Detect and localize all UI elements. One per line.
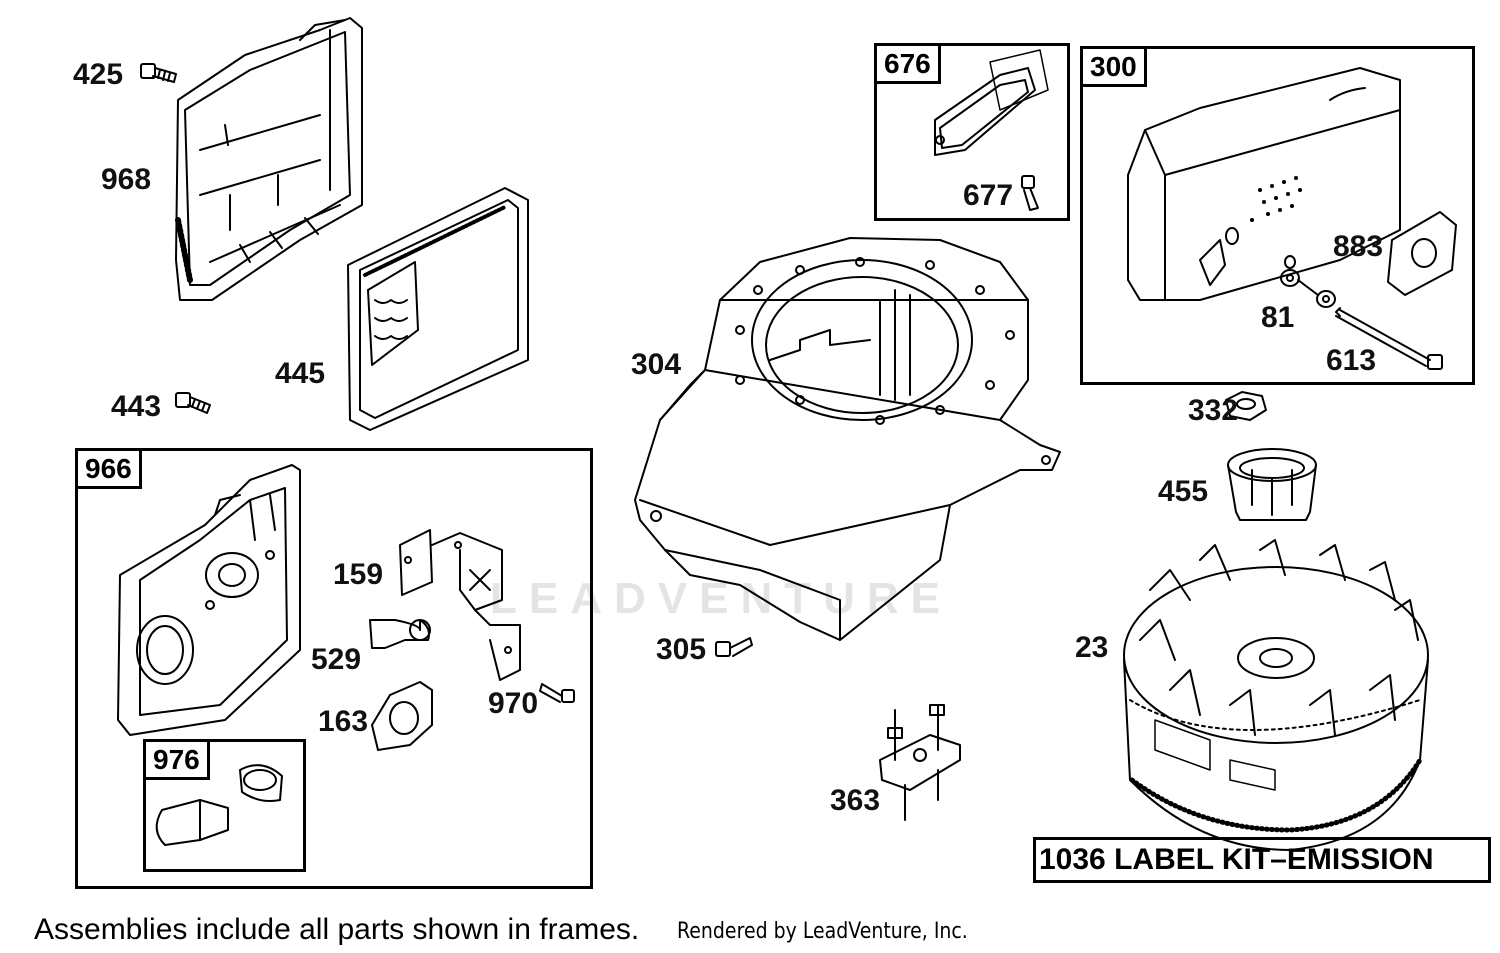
callout-445[interactable]: 445 <box>275 357 326 390</box>
label-kit-box[interactable]: 1036 LABEL KIT–EMISSION <box>1033 837 1491 883</box>
frame-966-tag: 966 <box>75 448 142 489</box>
callout-81[interactable]: 81 <box>1261 301 1295 334</box>
ignition-bracket-363-icon <box>879 704 961 821</box>
air-cleaner-base-968-icon <box>175 17 363 301</box>
frame-676: 676 <box>874 43 1070 221</box>
flywheel-23-icon <box>1123 539 1429 851</box>
callout-305[interactable]: 305 <box>656 633 707 666</box>
callout-970[interactable]: 970 <box>488 687 539 720</box>
screw-677-icon <box>1021 175 1039 211</box>
screw-305-icon <box>715 637 753 657</box>
frame-976-tag: 976 <box>143 739 210 780</box>
muffler-300-icon <box>1127 67 1401 301</box>
screw-425-icon <box>140 63 177 83</box>
frame-300-tag: 300 <box>1080 46 1147 87</box>
callout-443[interactable]: 443 <box>111 390 162 423</box>
elbow-529-icon <box>369 619 431 649</box>
air-filter-445-icon <box>347 187 529 431</box>
callout-304[interactable]: 304 <box>631 348 682 381</box>
callout-968[interactable]: 968 <box>101 163 152 196</box>
render-credit: Rendered by LeadVenture, Inc. <box>677 919 968 944</box>
label-kit-text: 1036 LABEL KIT–EMISSION <box>1039 843 1434 876</box>
watermark-text: LEADVENTURE <box>490 574 953 623</box>
callout-455[interactable]: 455 <box>1158 475 1209 508</box>
blower-housing-304-icon <box>634 237 1061 641</box>
screw-970-icon <box>539 683 575 703</box>
carburetor-body-966-icon <box>117 464 301 736</box>
callout-677[interactable]: 677 <box>963 179 1014 212</box>
screw-443-icon <box>175 392 211 414</box>
starter-cup-455-icon <box>1227 448 1317 521</box>
gasket-883-icon <box>1387 211 1457 296</box>
frame-966: 966 <box>75 448 593 889</box>
callout-363[interactable]: 363 <box>830 784 881 817</box>
nut-332-icon <box>1225 391 1267 421</box>
callout-883[interactable]: 883 <box>1333 230 1384 263</box>
callout-332[interactable]: 332 <box>1188 394 1239 427</box>
frame-676-tag: 676 <box>874 43 941 84</box>
breather-cover-676-icon <box>934 49 1049 156</box>
callout-159[interactable]: 159 <box>333 558 384 591</box>
callout-23[interactable]: 23 <box>1075 631 1109 664</box>
assemblies-note: Assemblies include all parts shown in fr… <box>34 913 640 946</box>
gasket-163-icon <box>371 681 433 751</box>
callout-425[interactable]: 425 <box>73 58 124 91</box>
primer-bulb-976-icon <box>155 764 283 846</box>
callout-613[interactable]: 613 <box>1326 344 1377 377</box>
frame-976: 976 <box>143 739 306 872</box>
bracket-159-icon <box>399 529 521 681</box>
washer-81-icon <box>1280 269 1336 308</box>
frame-300: 300 <box>1080 46 1475 385</box>
callout-529[interactable]: 529 <box>311 643 362 676</box>
bolt-613-icon <box>1335 307 1443 370</box>
callout-163[interactable]: 163 <box>318 705 369 738</box>
